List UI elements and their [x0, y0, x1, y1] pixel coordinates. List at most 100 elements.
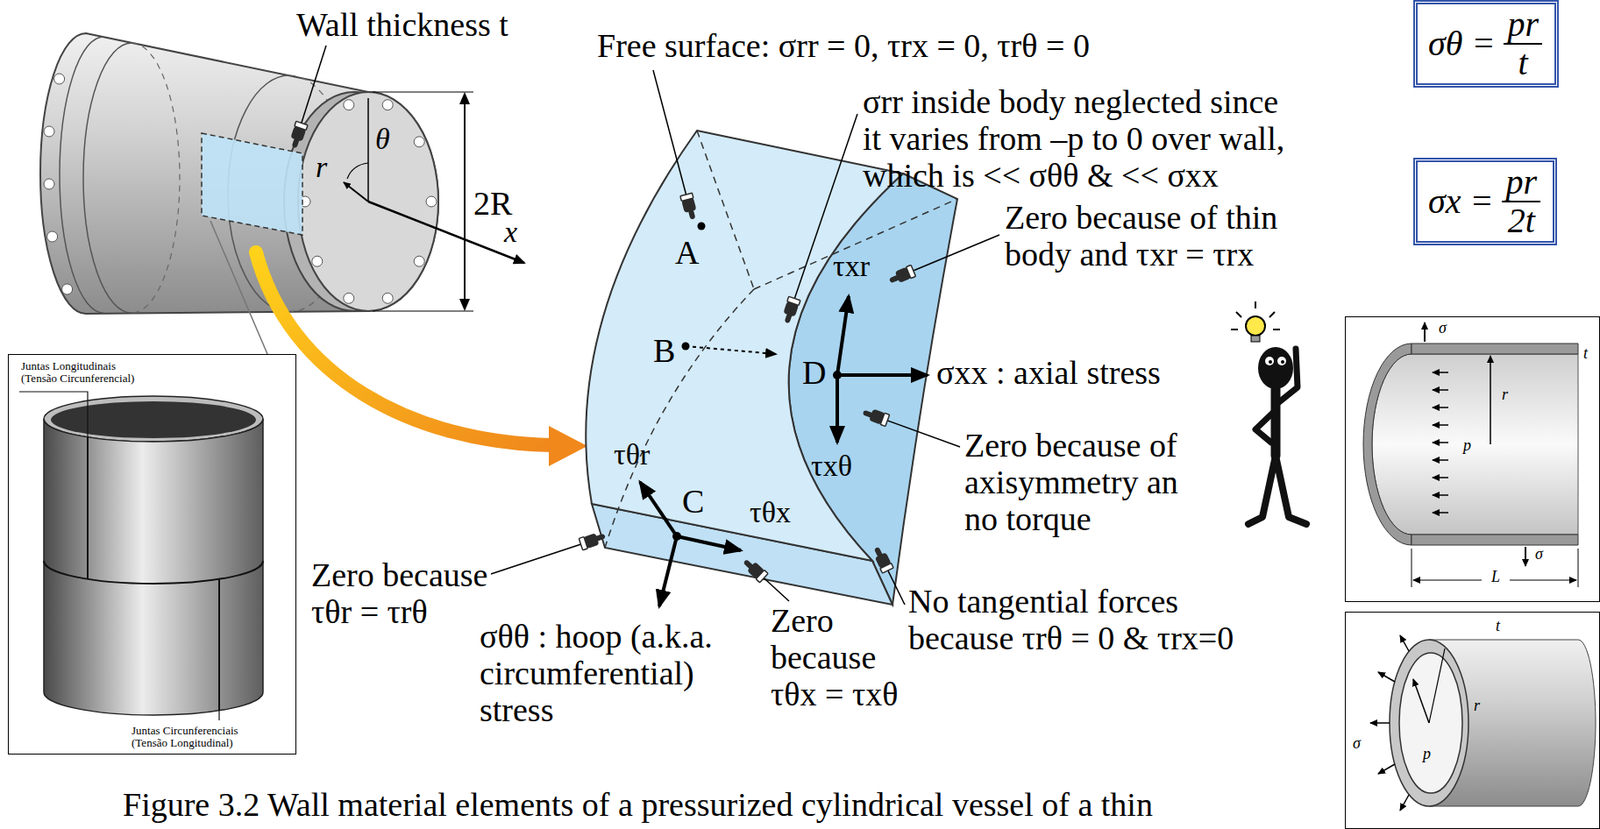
pressure-vessel-part [47, 231, 58, 242]
fraction: prt [1503, 6, 1543, 82]
idea-cartoon-part [1248, 455, 1276, 525]
note-label: Zero because of thin body and τxr = τrx [1004, 199, 1308, 274]
radius-symbol: r [315, 150, 328, 184]
denominator: t [1514, 44, 1532, 82]
pressure-vessel-part [372, 91, 474, 93]
point-label: A [675, 234, 699, 272]
formula-box: σθ =prt [1413, 0, 1559, 88]
idea-cartoon-part [1245, 316, 1266, 336]
formula-text: σx = [1428, 183, 1494, 221]
leader-line-part [578, 530, 607, 550]
welded-cylinder [19, 391, 264, 721]
half-cylinder-figure-part [1432, 512, 1449, 514]
ring-figure-part [1400, 795, 1409, 811]
wall-element-part [837, 296, 849, 376]
idea-cartoon-part [1277, 356, 1287, 366]
welded-cylinder-part [19, 391, 88, 438]
pressure-vessel-part [210, 220, 268, 355]
idea-cartoon-part [1275, 455, 1307, 525]
note-label: σrr inside body neglected since it varie… [862, 84, 1302, 194]
pressure-vessel-part [382, 99, 393, 111]
stress-label: τθx [749, 496, 791, 529]
half-cylinder-figure-part [1411, 534, 1579, 546]
figure-caption: Figure 3.2 Wall material elements of a p… [122, 787, 1153, 825]
stress-label: σxx : axial stress [936, 355, 1161, 392]
welded-cylinder-part [43, 561, 264, 584]
ring-figure-part [1413, 679, 1430, 724]
welded-cylinder-part [50, 401, 256, 439]
denominator: 2t [1504, 202, 1539, 240]
welded-cylinder-part [86, 437, 89, 580]
half-cylinder-figure-part [1524, 547, 1527, 567]
dimension-label: Wall thickness t [296, 7, 509, 44]
wall-element-part [685, 346, 776, 355]
leader-line-part [871, 545, 894, 574]
half-cylinder-figure-part [1432, 459, 1449, 462]
idea-cartoon-part [1268, 360, 1273, 364]
half-cylinder-figure-part [1432, 406, 1449, 409]
transfer-arrow [256, 252, 588, 467]
point-label: B [653, 333, 676, 370]
half-cylinder-figure-part [1411, 343, 1579, 355]
symbol-label: t [1495, 618, 1501, 636]
pressure-vessel-part [131, 42, 180, 313]
idea-cartoon-part [1251, 335, 1260, 342]
pressure-vessel-part [343, 99, 355, 111]
pressure-vessel-part [343, 182, 369, 202]
point-label: D [802, 355, 826, 392]
fraction: pr2t [1501, 163, 1541, 240]
idea-cartoon-part [1272, 328, 1280, 331]
leader-line-part [861, 405, 890, 427]
pressure-vessel-part [43, 126, 55, 137]
idea-cartoon-part [1236, 312, 1242, 318]
leader-line-part [780, 296, 801, 325]
stress-label: τxθ [810, 449, 853, 483]
formula-text: σθ = [1428, 25, 1495, 63]
numerator: pr [1503, 6, 1543, 45]
numerator: pr [1501, 163, 1541, 203]
idea-cartoon-part [1269, 312, 1275, 318]
transfer-arrow-part [548, 426, 588, 467]
symbol-label: p [1463, 437, 1472, 456]
half-cylinder-figure-part [1489, 355, 1492, 445]
half-cylinder-figure-part [1432, 476, 1449, 479]
note-label: Zero because of axisymmetry an no torque [964, 427, 1197, 538]
symbol-label: r [1473, 697, 1480, 716]
half-cylinder-figure-part [1432, 371, 1449, 374]
ring-figure-part [1399, 653, 1463, 794]
idea-cartoon-part [1265, 356, 1274, 366]
leader-line-part [740, 556, 768, 584]
idea-cartoon-part [1280, 360, 1285, 364]
angle-symbol: θ [375, 122, 391, 156]
wall-element-part [676, 536, 741, 551]
wall-element-part [697, 222, 706, 231]
wall-element [585, 130, 958, 607]
half-cylinder-figure-part [1432, 389, 1449, 392]
idea-cartoon-part [1254, 301, 1257, 309]
leader-line-part [887, 264, 916, 286]
pressure-vessel-part [413, 256, 425, 267]
stress-label: τxr [832, 249, 870, 283]
ring-figure-part [1370, 722, 1390, 725]
half-cylinder-figure-part [1509, 579, 1577, 581]
symbol-label: σ [1438, 320, 1447, 338]
ring-figure [1370, 635, 1596, 811]
pressure-vessel-part [343, 292, 355, 304]
symbol-label: σ [1352, 735, 1361, 754]
wall-element-part [604, 289, 754, 548]
symbol-label: r [1501, 386, 1508, 405]
half-cylinder-figure-part [1363, 343, 1412, 546]
idea-cartoon-part [1255, 410, 1276, 443]
ring-figure-part [1400, 635, 1409, 652]
wall-element-part [659, 536, 677, 607]
pressure-vessel-part [372, 310, 474, 312]
half-cylinder-figure [1363, 322, 1579, 588]
welded-cylinder-part [218, 711, 220, 721]
note-label: Zero because τθx = τxθ [770, 603, 911, 713]
ring-figure-part [1389, 640, 1469, 807]
figure-inset: trσp [1344, 611, 1600, 829]
half-cylinder-figure-part [1578, 548, 1579, 588]
idea-cartoon [1230, 301, 1307, 525]
half-cylinder-figure-part [1411, 548, 1413, 588]
